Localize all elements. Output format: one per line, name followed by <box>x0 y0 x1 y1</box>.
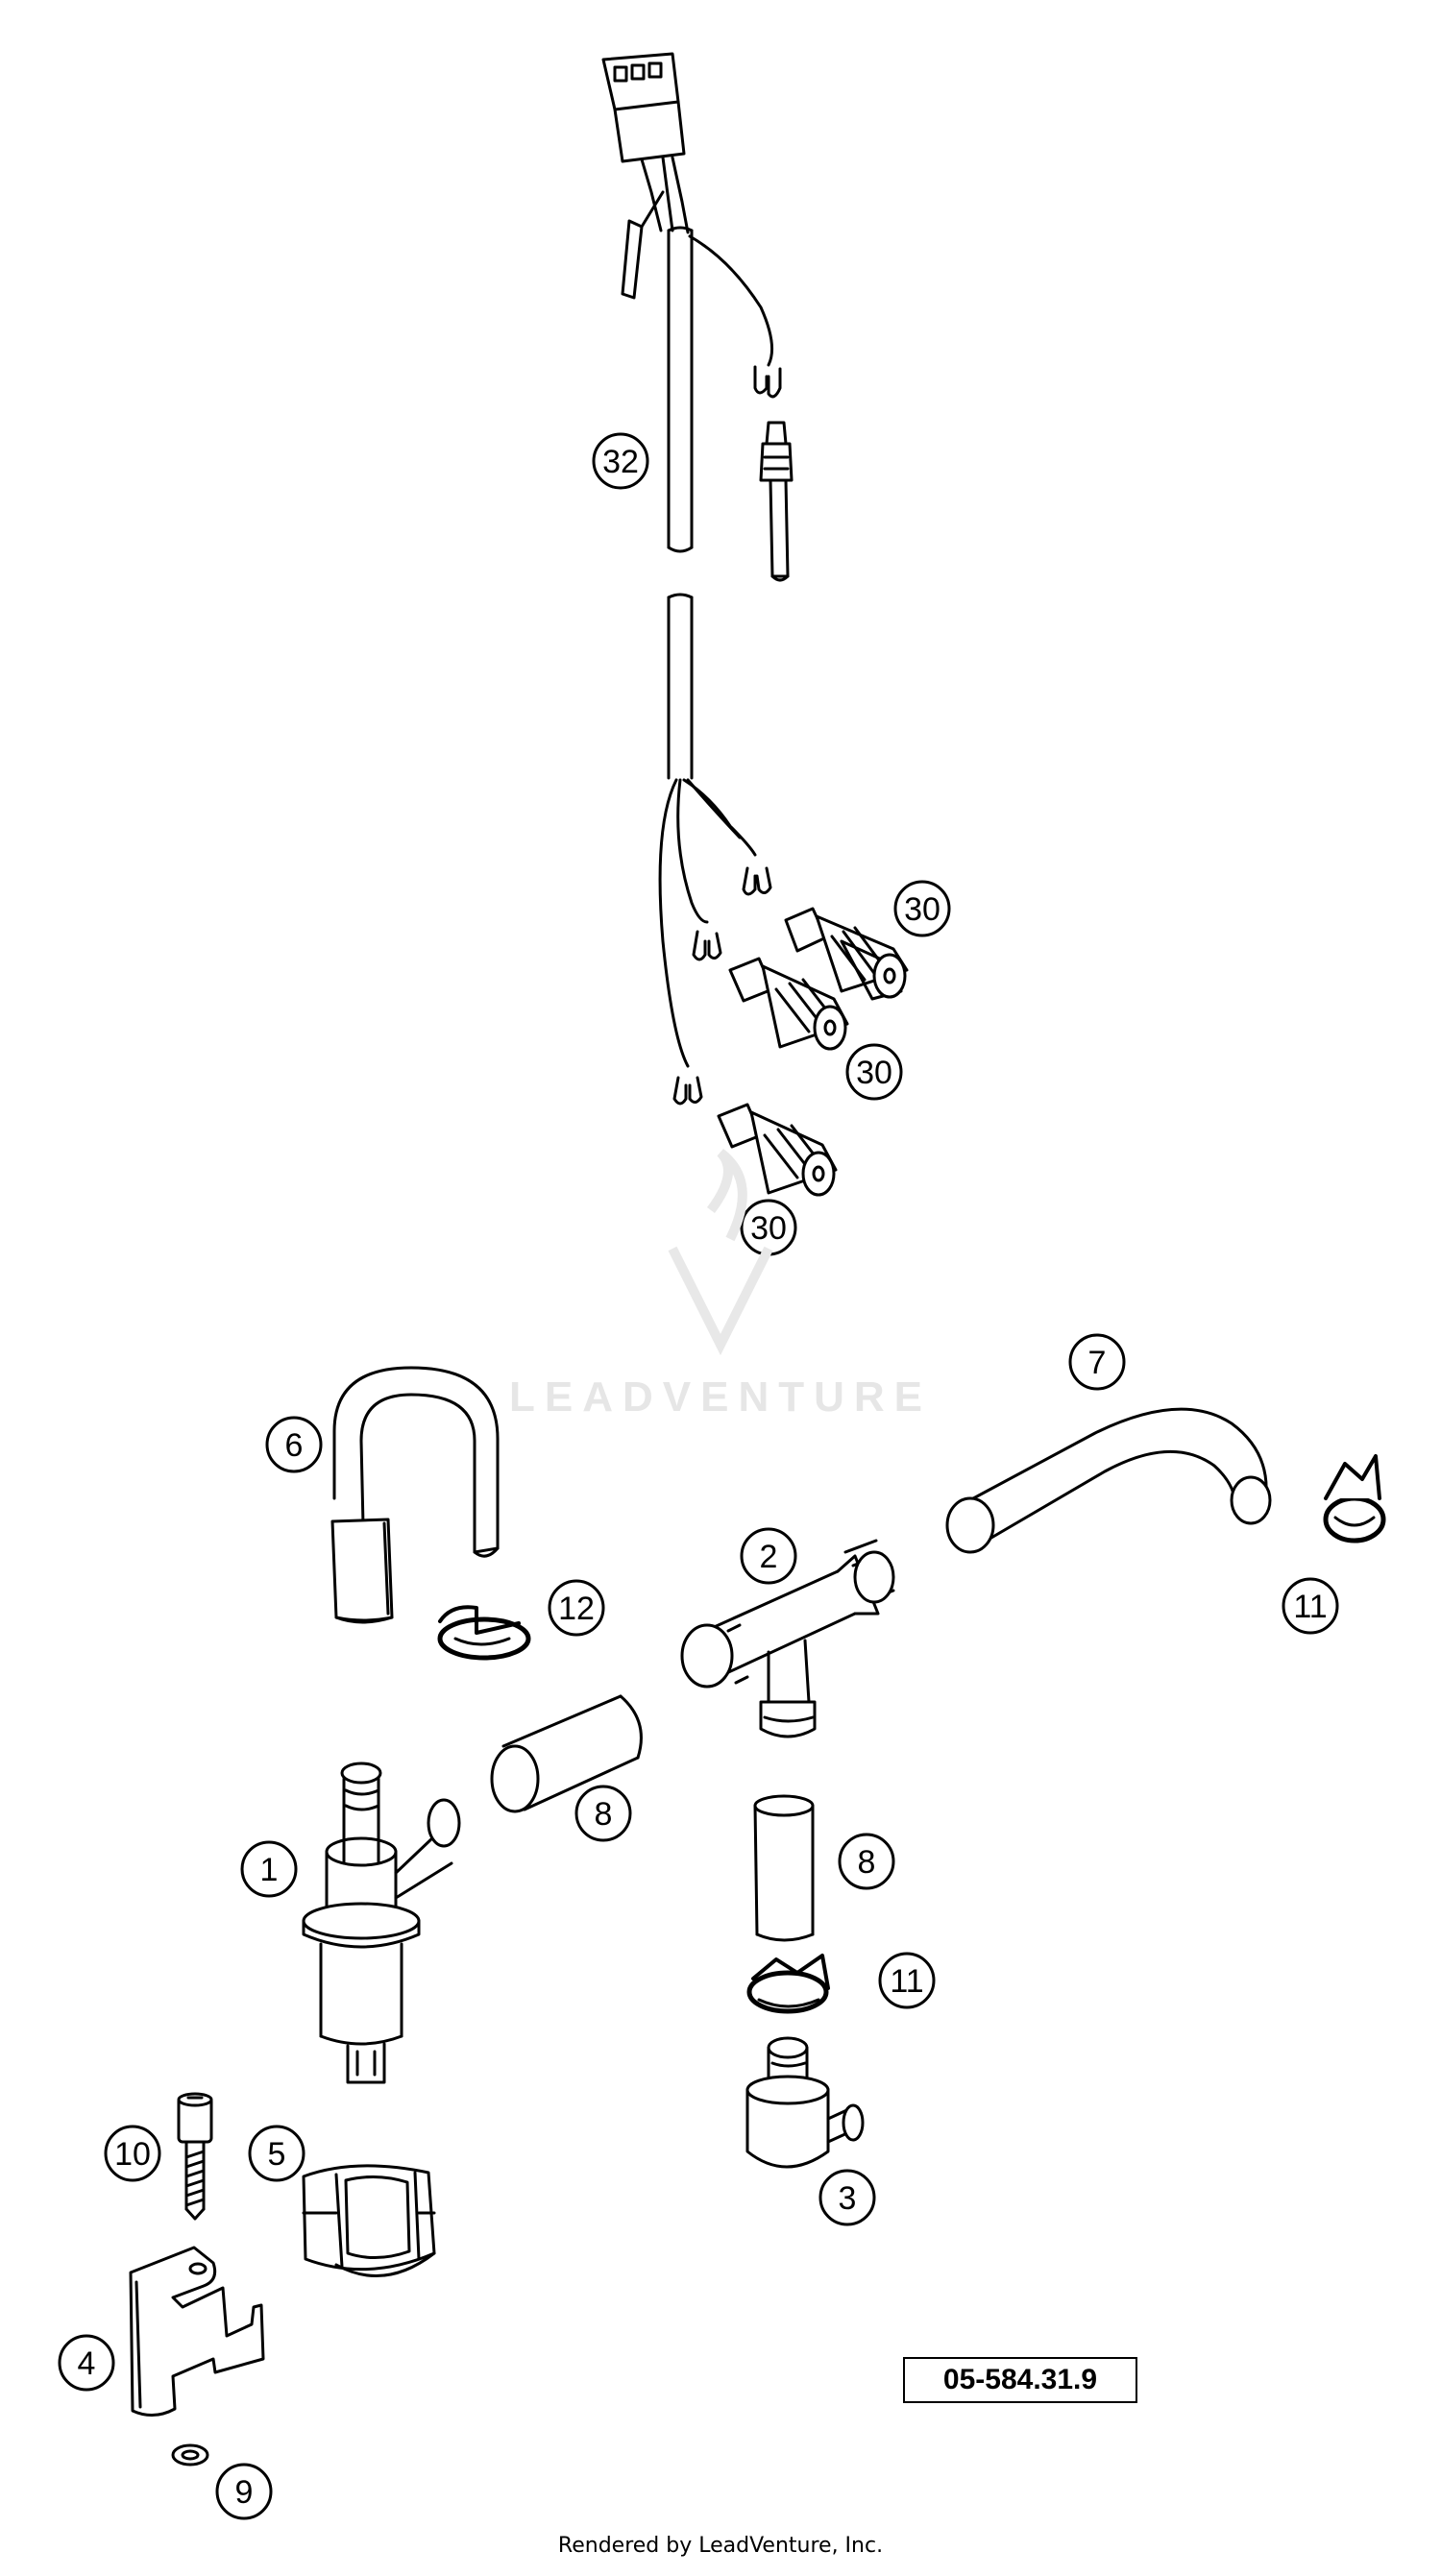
callout-2: 2 <box>760 1539 778 1575</box>
callout-32: 32 <box>602 444 639 480</box>
switch-lower <box>717 1103 838 1197</box>
callout-8-upper: 8 <box>595 1796 613 1833</box>
hose-elbow <box>945 1407 1272 1554</box>
t-fitting <box>680 1539 895 1738</box>
switch-middle <box>728 957 849 1051</box>
mounting-bracket <box>129 2246 265 2417</box>
hose-short-lower <box>753 1794 815 1942</box>
hose-short-upper <box>490 1694 643 1813</box>
callout-circles <box>58 432 1339 2520</box>
socket-screw <box>177 2092 213 2221</box>
thermostat-valve <box>302 1762 461 2084</box>
callout-11-middle: 11 <box>890 1963 923 2000</box>
callout-4: 4 <box>78 2345 96 2382</box>
diagram-code: 05-584.31.9 <box>903 2357 1137 2403</box>
callout-7: 7 <box>1088 1345 1107 1381</box>
footer-credit: Rendered by LeadVenture, Inc. <box>557 2534 884 2558</box>
callout-3: 3 <box>839 2180 857 2217</box>
callout-10: 10 <box>114 2136 151 2173</box>
hose-clamp-middle <box>746 1954 830 2014</box>
callout-6: 6 <box>285 1427 304 1464</box>
wiring-harness <box>601 52 794 1106</box>
watermark-logo <box>668 1149 773 1356</box>
callout-9: 9 <box>235 2474 254 2511</box>
watermark-text: LEADVENTURE <box>508 1373 933 1421</box>
callout-1: 1 <box>260 1852 279 1888</box>
hose-u <box>330 1366 500 1624</box>
callout-11-right: 11 <box>1293 1589 1327 1625</box>
rubber-sleeve <box>302 2164 436 2277</box>
switch-upper <box>784 907 909 1001</box>
callout-30-upper: 30 <box>904 891 940 928</box>
callout-30-lower: 30 <box>750 1210 787 1247</box>
callout-8-lower: 8 <box>858 1844 876 1881</box>
hose-clamp-right <box>1323 1454 1386 1543</box>
hose-clamp-left <box>437 1605 531 1661</box>
callout-30-middle: 30 <box>856 1055 892 1091</box>
washer <box>171 2443 209 2467</box>
elbow-fitting <box>745 2036 865 2169</box>
callout-5: 5 <box>268 2136 286 2173</box>
callout-12: 12 <box>558 1591 595 1627</box>
